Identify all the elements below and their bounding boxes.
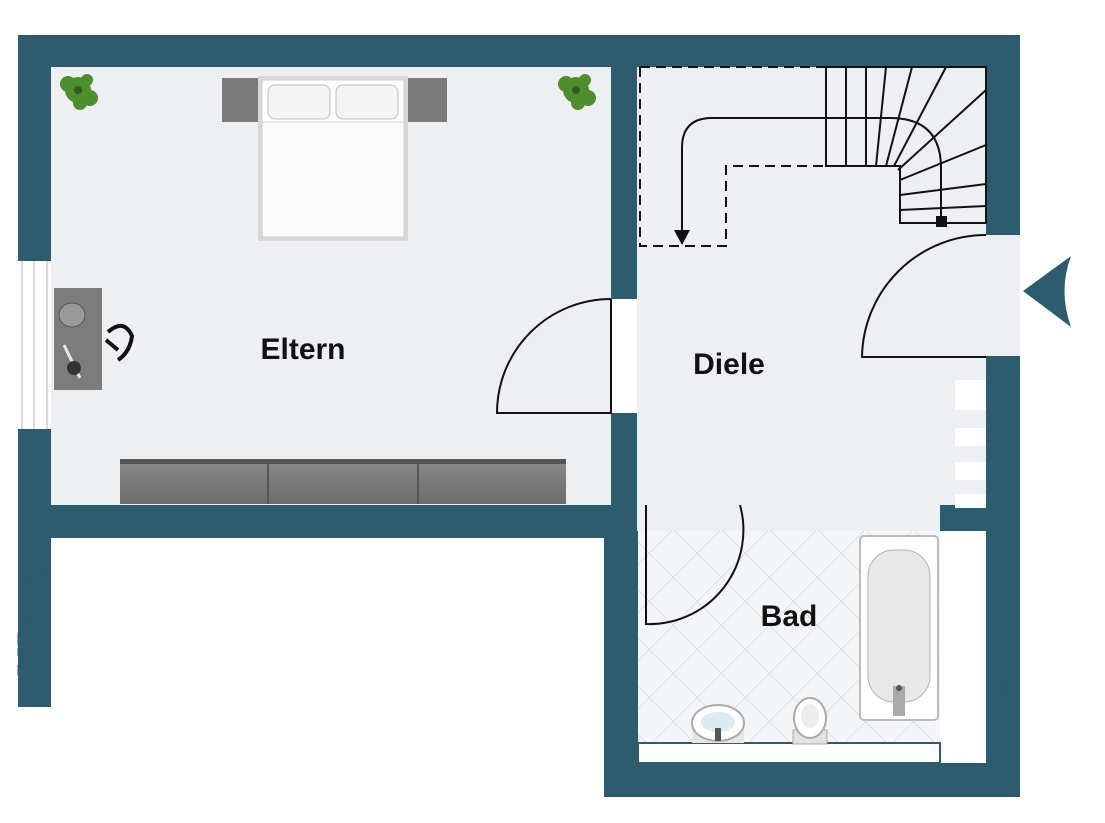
plant-icon [558,74,596,110]
room-label-bad: Bad [761,600,818,633]
desk-icon [54,288,102,390]
logo-name: VON POLL [21,550,37,628]
window-left [18,261,51,429]
door-entrance [860,234,987,358]
logo: VP VON POLL IMMOBILIEN [8,550,53,676]
bad-floor-strip [637,742,941,764]
diele-floor-lower [637,356,940,531]
stair-start-marker [936,216,947,227]
room-label-diele: Diele [693,348,765,381]
room-label-eltern: Eltern [260,333,345,366]
logo-subtitle: IMMOBILIEN [38,568,45,626]
wardrobe-icon [120,459,566,504]
stair-arrow [674,230,690,245]
entrance-opening [986,235,1020,356]
bathtub-icon [859,535,939,721]
walls [18,35,1020,797]
logo-initials: VP [8,625,53,676]
chair-icon [104,324,135,362]
door-bad [645,504,745,626]
sink-icon [691,704,745,743]
staircase [639,66,987,247]
door-eltern [495,298,612,414]
bed-icon [222,76,447,241]
toilet-icon [792,697,828,745]
plant-icon [60,74,98,110]
window-right [955,380,986,763]
credit-text: McGrundriss [996,683,1011,757]
entrance-arrow-icon [1023,256,1071,327]
